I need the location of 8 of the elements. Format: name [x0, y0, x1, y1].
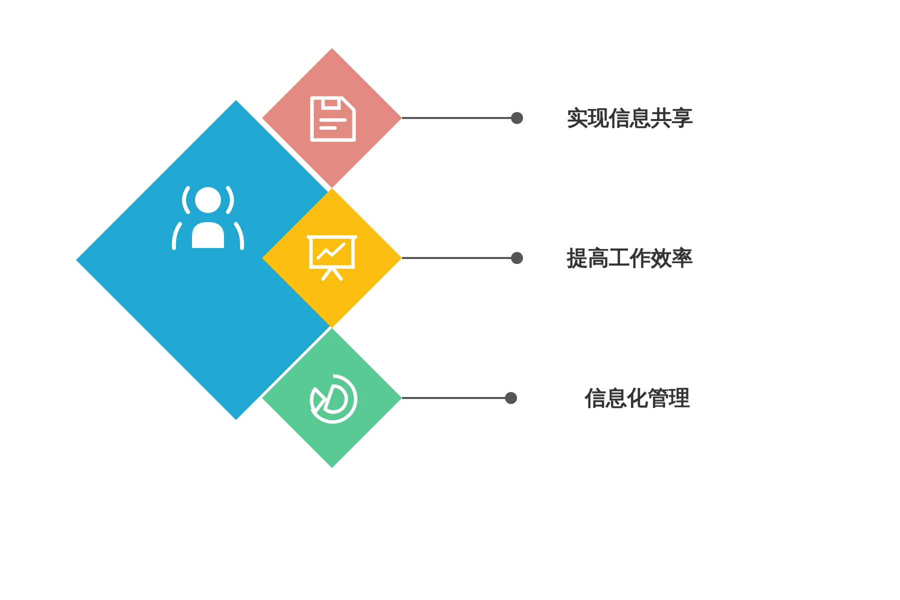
item-label: 信息化管理 [516, 384, 690, 412]
item-label: 提高工作效率 [522, 244, 693, 272]
item-label: 实现信息共享 [522, 104, 693, 132]
connector-line [402, 112, 523, 124]
connector-line [402, 392, 517, 404]
icon-diamond [262, 328, 402, 468]
icon-diamond [262, 48, 402, 188]
connector-line [402, 252, 523, 264]
